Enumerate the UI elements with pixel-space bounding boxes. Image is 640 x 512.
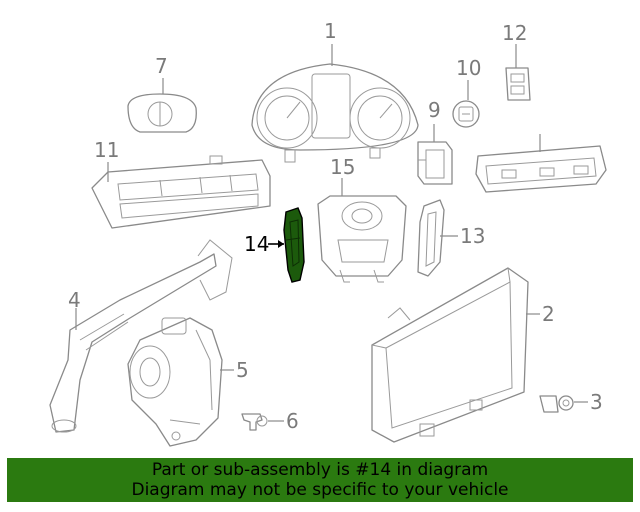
part-4-air-duct xyxy=(49,239,233,433)
part-12-switch xyxy=(505,67,531,101)
callout-3: 3 xyxy=(574,390,603,414)
banner-line-2: Diagram may not be specific to your vehi… xyxy=(131,480,509,500)
part-2-display xyxy=(371,267,529,443)
callout-10: 10 xyxy=(456,56,481,100)
callout-2-label: 2 xyxy=(542,302,555,326)
callout-2: 2 xyxy=(526,302,555,326)
part-15-console-trim xyxy=(317,195,407,283)
callout-7-label: 7 xyxy=(155,54,168,78)
callout-7: 7 xyxy=(155,54,168,94)
callout-11-label: 11 xyxy=(94,138,119,162)
callout-14: 14 xyxy=(244,232,284,256)
parts-diagram: 1 2 3 4 xyxy=(49,19,607,447)
callout-1-label: 1 xyxy=(324,19,337,43)
callout-13-label: 13 xyxy=(460,224,485,248)
part-8-control-panel xyxy=(475,145,607,193)
callout-9: 9 xyxy=(428,98,441,142)
part-14-highlighted xyxy=(283,207,305,283)
callout-12-label: 12 xyxy=(502,21,527,45)
part-10-plug xyxy=(452,100,480,128)
part-5-actuator xyxy=(127,317,223,447)
callout-15-label: 15 xyxy=(330,155,355,179)
callout-5-label: 5 xyxy=(236,358,249,382)
part-6-screw xyxy=(241,413,268,431)
callout-3-label: 3 xyxy=(590,390,603,414)
callout-6: 6 xyxy=(268,409,299,433)
callout-1: 1 xyxy=(324,19,337,66)
callout-10-label: 10 xyxy=(456,56,481,80)
part-9-module xyxy=(417,141,453,185)
part-3-clip xyxy=(539,395,574,413)
callout-11: 11 xyxy=(94,138,119,182)
callout-5: 5 xyxy=(220,358,249,382)
part-13-bracket xyxy=(417,199,445,277)
part-7-light-switch xyxy=(127,93,197,133)
callout-4: 4 xyxy=(68,288,81,330)
callout-6-label: 6 xyxy=(286,409,299,433)
part-1-instrument-cluster xyxy=(251,63,419,163)
callout-12: 12 xyxy=(502,21,527,68)
info-banner: Part or sub-assembly is #14 in diagram D… xyxy=(7,458,633,502)
part-11-control-panel xyxy=(91,155,271,229)
callout-15: 15 xyxy=(330,155,355,196)
callout-13: 13 xyxy=(440,224,485,248)
callout-4-label: 4 xyxy=(68,288,81,312)
callout-14-label: 14 xyxy=(244,232,269,256)
banner-line-1: Part or sub-assembly is #14 in diagram xyxy=(151,460,489,480)
callout-9-label: 9 xyxy=(428,98,441,122)
